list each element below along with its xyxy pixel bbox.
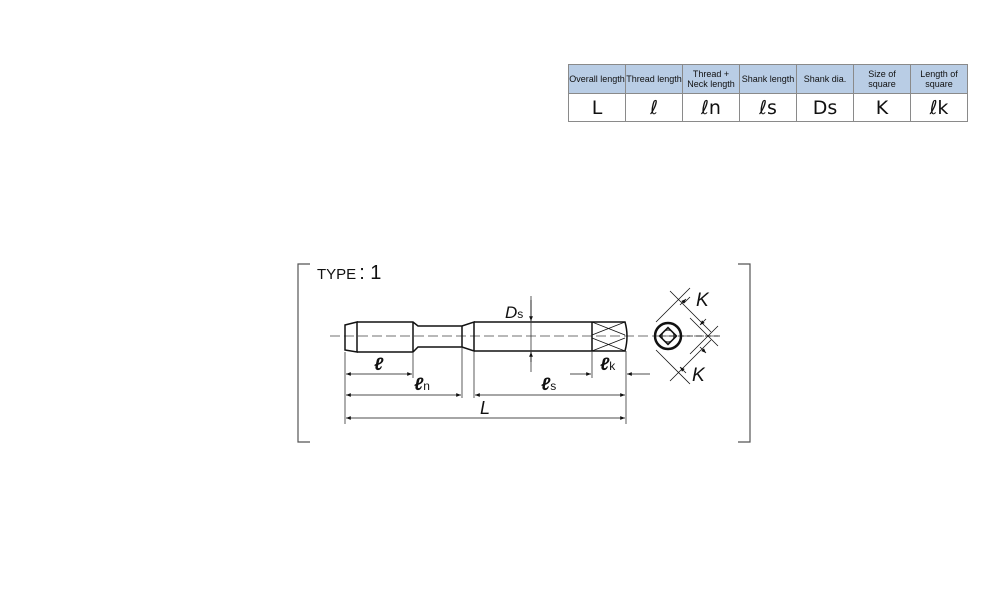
- square-cross: [591, 321, 626, 352]
- dimension-table: Overall length Thread length Thread + Ne…: [568, 64, 968, 122]
- overall-length-label: L: [480, 398, 490, 418]
- symbol-Ds: Ds: [796, 93, 854, 122]
- symbol-l: ℓ: [625, 93, 683, 122]
- symbol-K: K: [853, 93, 911, 122]
- header-size-of-square: Size of square: [853, 64, 911, 94]
- header-thread-neck-length: Thread + Neck length: [682, 64, 740, 94]
- chamfer: [344, 321, 358, 353]
- thread-neck: [357, 320, 475, 353]
- table-header-row: Overall length Thread length Thread + Ne…: [568, 64, 968, 94]
- k-top-label: K: [696, 290, 710, 311]
- header-shank-length: Shank length: [739, 64, 797, 94]
- table-symbol-row: L ℓ ℓn ℓs Ds K ℓk: [568, 93, 968, 122]
- symbol-ls: ℓs: [739, 93, 797, 122]
- header-shank-dia: Shank dia.: [796, 64, 854, 94]
- ds-label: Ds: [505, 303, 523, 322]
- thread-length-label: ℓ: [374, 354, 384, 374]
- symbol-ln: ℓn: [682, 93, 740, 122]
- header-overall-length: Overall length: [568, 64, 626, 94]
- tap-body: [344, 320, 628, 353]
- square-length-label: ℓk: [600, 354, 616, 374]
- dimension-lines: [346, 300, 650, 420]
- shank-length-label: ℓs: [541, 374, 556, 394]
- type-label: TYPE: 1: [317, 262, 381, 284]
- symbol-L: L: [568, 93, 626, 122]
- frame-brackets: [297, 263, 751, 443]
- neck-length-label: ℓn: [414, 374, 430, 394]
- k-bottom-label: K: [692, 365, 706, 386]
- end-view: [653, 287, 720, 385]
- symbol-lk: ℓk: [910, 93, 968, 122]
